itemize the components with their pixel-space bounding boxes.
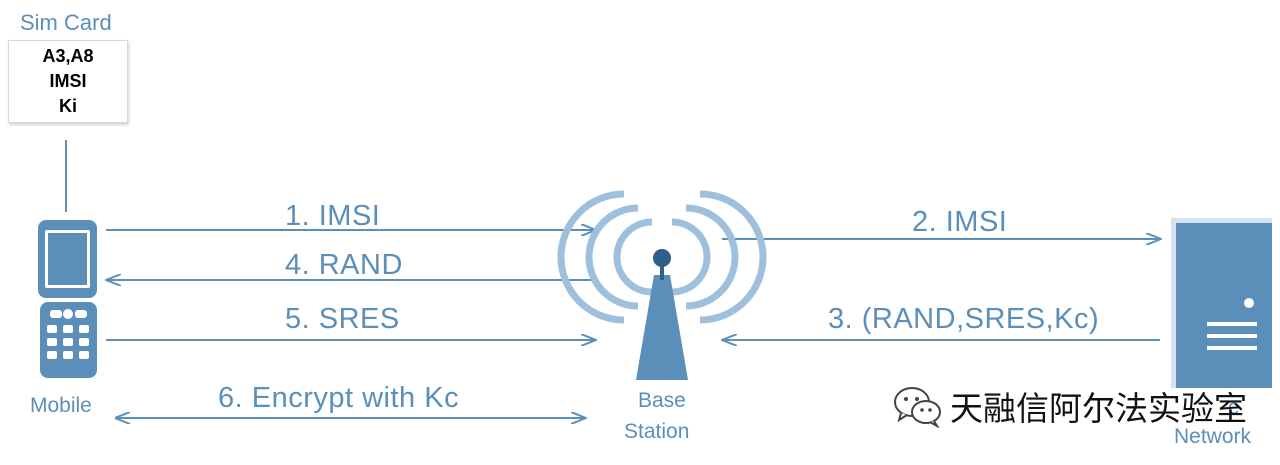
- base-station-caption-line2: Station: [624, 420, 690, 443]
- sim-card-title: Sim Card: [20, 10, 112, 35]
- core-network-caption-line1: e: [1228, 396, 1240, 419]
- message-5-label: 5. SRES: [285, 303, 400, 335]
- watermark: 天融信阿尔法实验室: [892, 384, 1247, 428]
- mobile-phone-icon: [38, 220, 97, 378]
- message-1-label: 1. IMSI: [285, 200, 381, 232]
- mobile-caption: Mobile: [30, 394, 92, 417]
- message-6-label: 6. Encrypt with Kc: [218, 382, 460, 414]
- watermark-text: 天融信阿尔法实验室: [950, 389, 1247, 428]
- message-2-label: 2. IMSI: [912, 206, 1008, 238]
- sim-card-algorithms: A3,A8: [42, 46, 94, 66]
- base-station-caption-line1: Base: [638, 389, 686, 412]
- message-4-label: 4. RAND: [285, 249, 403, 281]
- base-station-antenna-icon: [557, 190, 767, 380]
- sim-card-box: A3,A8 IMSI Ki: [8, 40, 128, 123]
- core-network-caption-line2: Network: [1174, 425, 1252, 448]
- wechat-icon: [894, 387, 941, 428]
- message-3-label: 3. (RAND,SRES,Kc): [828, 303, 1100, 335]
- sim-card-imsi: IMSI: [49, 71, 87, 91]
- sim-card-ki: Ki: [59, 96, 77, 116]
- core-network-server-icon: [1171, 218, 1272, 388]
